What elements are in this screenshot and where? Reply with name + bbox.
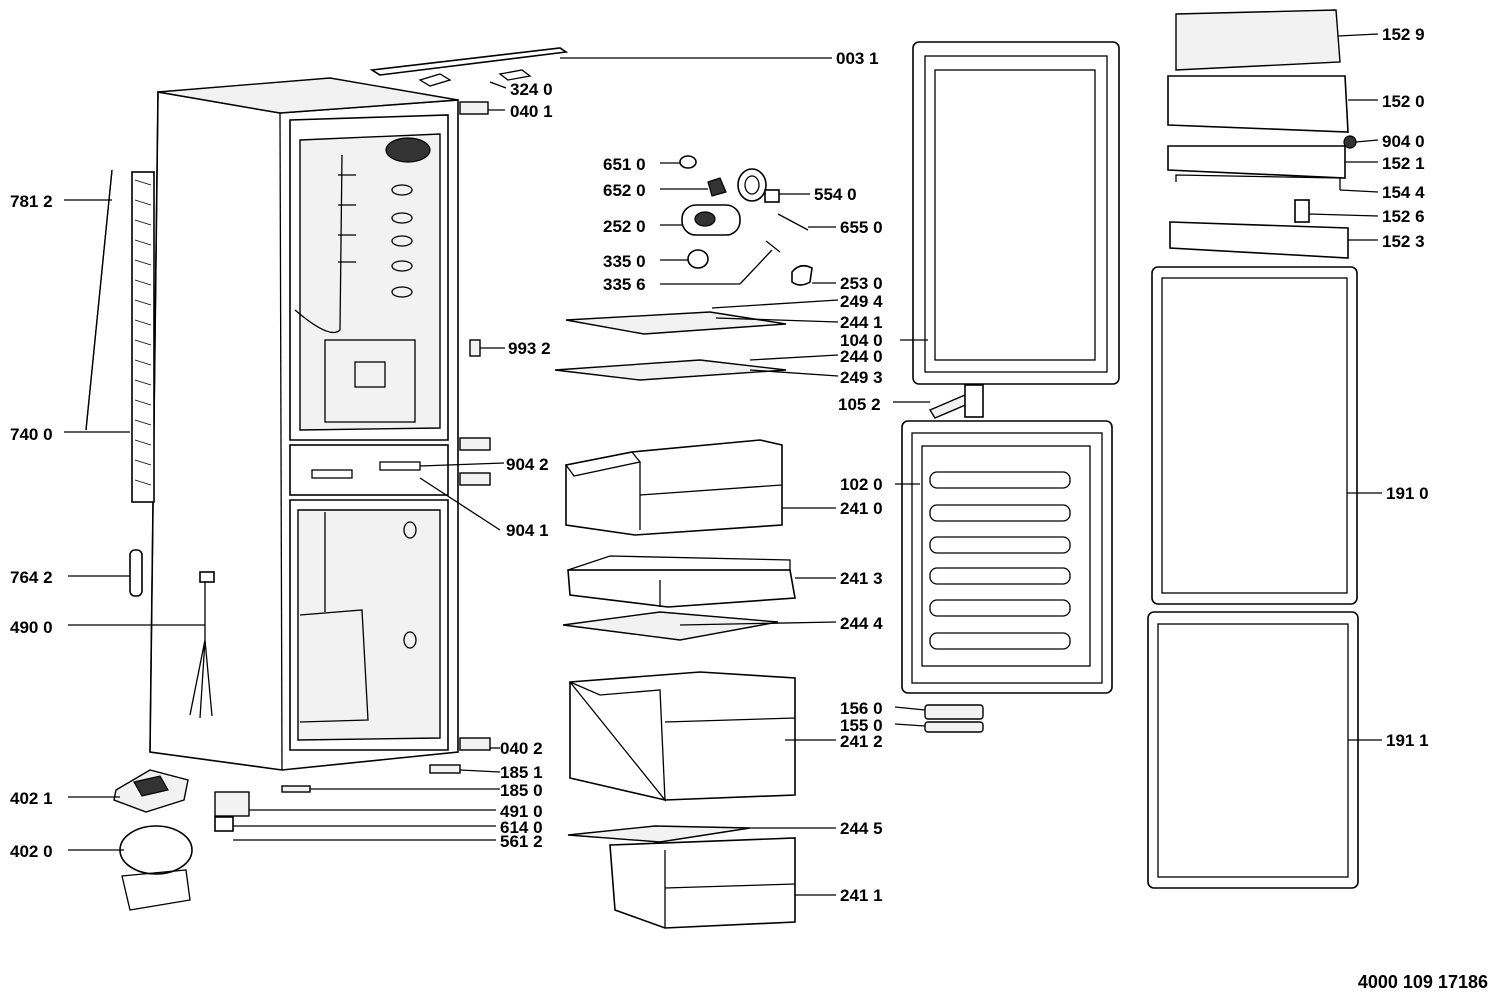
- callout-652-0: 652 0: [603, 181, 646, 200]
- callout-651-0: 651 0: [603, 155, 646, 174]
- leader-lines: [64, 33, 1382, 896]
- center-parts: [554, 155, 984, 929]
- callout-324-0: 324 0: [510, 80, 553, 99]
- callout-154-4: 154 4: [1382, 183, 1425, 202]
- callout-241-0: 241 0: [840, 499, 883, 518]
- callout-764-2: 764 2: [10, 568, 53, 587]
- callout-040-1: 040 1: [510, 102, 553, 121]
- callout-040-2: 040 2: [500, 739, 543, 758]
- callout-152-6: 152 6: [1382, 207, 1425, 226]
- callout-335-0: 335 0: [603, 252, 646, 271]
- callout-244-5: 244 5: [840, 819, 883, 838]
- callout-402-1: 402 1: [10, 789, 53, 808]
- callout-335-6: 335 6: [603, 275, 646, 294]
- callout-labels: 003 1 324 0 040 1 781 2 740 0 764 2 490 …: [10, 25, 1429, 905]
- callout-244-4: 244 4: [840, 614, 883, 633]
- callout-249-3: 249 3: [840, 368, 883, 387]
- callout-152-9: 152 9: [1382, 25, 1425, 44]
- callout-490-0: 490 0: [10, 618, 53, 637]
- callout-003-1: 003 1: [836, 49, 879, 68]
- callout-904-0: 904 0: [1382, 132, 1425, 151]
- callout-152-0: 152 0: [1382, 92, 1425, 111]
- door-inner-panels: [901, 41, 1120, 694]
- callout-491-0: 491 0: [500, 802, 543, 821]
- callout-740-0: 740 0: [10, 425, 53, 444]
- callout-252-0: 252 0: [603, 217, 646, 236]
- callout-104-0: 104 0: [840, 331, 883, 350]
- callout-249-4: 249 4: [840, 292, 883, 311]
- document-number: 4000 109 17186: [1357, 972, 1488, 992]
- callout-993-2: 993 2: [508, 339, 551, 358]
- callout-155-0: 155 0: [840, 716, 883, 735]
- callout-102-0: 102 0: [840, 475, 883, 494]
- callout-191-1: 191 1: [1386, 731, 1429, 750]
- callout-156-0: 156 0: [840, 699, 883, 718]
- callout-554-0: 554 0: [814, 185, 857, 204]
- callout-241-3: 241 3: [840, 569, 883, 588]
- refrigerator-cabinet: [149, 77, 459, 771]
- door-gaskets-and-shelves: [1147, 9, 1359, 889]
- callout-185-0: 185 0: [500, 781, 543, 800]
- callout-244-1: 244 1: [840, 313, 883, 332]
- callout-402-0: 402 0: [10, 842, 53, 861]
- callout-561-2: 561 2: [500, 832, 543, 851]
- callout-191-0: 191 0: [1386, 484, 1429, 503]
- callout-253-0: 253 0: [840, 274, 883, 293]
- callout-241-2: 241 2: [840, 732, 883, 751]
- callout-904-1: 904 1: [506, 521, 549, 540]
- callout-185-1: 185 1: [500, 763, 543, 782]
- callout-105-2: 105 2: [838, 395, 881, 414]
- callout-655-0: 655 0: [840, 218, 883, 237]
- callout-244-0: 244 0: [840, 347, 883, 366]
- callout-781-2: 781 2: [10, 192, 53, 211]
- callout-241-1: 241 1: [840, 886, 883, 905]
- callout-152-3: 152 3: [1382, 232, 1425, 251]
- callout-614-0: 614 0: [500, 818, 543, 837]
- left-side-parts: [85, 47, 569, 911]
- callout-904-2: 904 2: [506, 455, 549, 474]
- callout-152-1: 152 1: [1382, 154, 1425, 173]
